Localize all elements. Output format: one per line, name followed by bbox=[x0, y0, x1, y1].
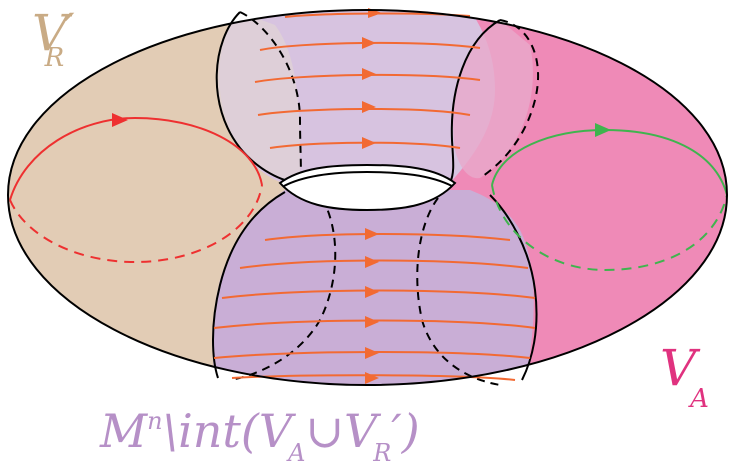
flow-line-l2 bbox=[239, 259, 529, 269]
left-loop-solid bbox=[9, 116, 263, 201]
arrow-l4 bbox=[365, 316, 379, 328]
upper-right-dashed bbox=[479, 19, 540, 179]
arrow-l3 bbox=[365, 286, 379, 298]
torus-hole-upper-lip bbox=[283, 170, 453, 187]
flow-line-u5 bbox=[269, 141, 461, 149]
flow-line-l5 bbox=[213, 351, 531, 359]
arrow-l6 bbox=[365, 372, 379, 384]
lower-right-boundary bbox=[489, 194, 538, 381]
torus-outer-outline bbox=[6, 8, 729, 387]
arrow-l5 bbox=[365, 347, 379, 359]
arrow-u5 bbox=[362, 137, 376, 149]
flow-line-l3 bbox=[221, 289, 536, 299]
arrow-l2 bbox=[365, 256, 379, 268]
upper-left-cap bbox=[216, 12, 301, 183]
left-loop-arrow bbox=[112, 113, 128, 127]
label-vr-prime: V′R bbox=[32, 3, 75, 73]
left-loop-dashed bbox=[9, 184, 263, 264]
lower-left-dashed bbox=[229, 197, 337, 381]
flow-line-l4 bbox=[213, 319, 536, 329]
upper-left-boundary bbox=[215, 11, 301, 184]
flow-line-l1 bbox=[264, 233, 511, 241]
label-complement: Mn\int(VA∪VR′) bbox=[99, 404, 420, 467]
arrow-l1 bbox=[365, 228, 379, 240]
flow-line-u3 bbox=[254, 73, 481, 83]
middle-region-lower bbox=[212, 190, 534, 385]
upper-right-boundary bbox=[449, 19, 501, 184]
arrow-u2 bbox=[362, 37, 376, 49]
torus-hole-outline bbox=[278, 163, 457, 212]
flow-line-u4 bbox=[257, 107, 471, 116]
upper-right-cap bbox=[453, 20, 533, 179]
right-loop-arrow bbox=[595, 123, 611, 137]
lower-flow-arrows bbox=[365, 228, 379, 384]
lower-left-boundary bbox=[212, 191, 286, 379]
arrow-u3 bbox=[362, 68, 376, 80]
arrow-u4 bbox=[362, 101, 376, 113]
right-loop-dashed bbox=[491, 184, 728, 272]
upper-left-dashed bbox=[239, 11, 302, 184]
